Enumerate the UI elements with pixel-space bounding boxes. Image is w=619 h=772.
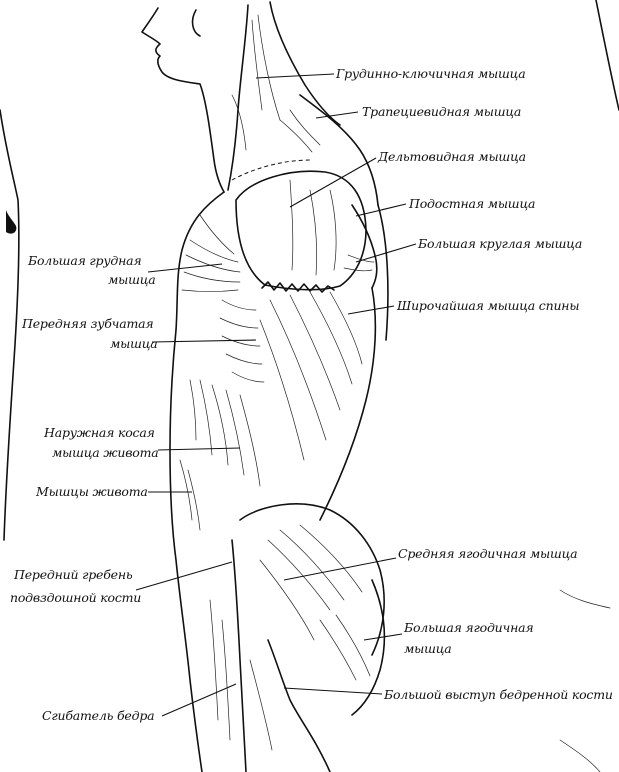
leader-sternocleidomastoid: [256, 74, 334, 78]
label-infraspinatus: Подостная мышца: [409, 196, 535, 211]
label-serratus-line2: мышца: [110, 336, 158, 351]
label-thigh-flexor: Сгибатель бедра: [42, 708, 154, 723]
label-iliac-line2: подвздошной кости: [10, 590, 141, 605]
label-gluteus-medius: Средняя ягодичная мышца: [398, 546, 577, 561]
label-gluteus-maximus-line1: Большая ягодичная: [404, 620, 533, 635]
label-teres-major: Большая круглая мышца: [418, 236, 582, 251]
leader-deltoid: [290, 158, 376, 207]
label-latissimus: Широчайшая мышца спины: [397, 298, 579, 313]
label-gluteus-maximus-line2: мышца: [404, 641, 452, 656]
label-iliac-line1: Передний гребень: [14, 567, 133, 582]
leader-pectoralis: [148, 264, 222, 272]
leader-thigh-flexor: [162, 684, 236, 716]
leader-gluteus-medius: [284, 558, 396, 580]
label-oblique-line1: Наружная косая: [44, 425, 155, 440]
leader-serratus: [152, 340, 256, 342]
label-abdominal: Мышцы живота: [36, 484, 148, 499]
leader-infraspinatus: [356, 204, 406, 216]
leader-oblique: [158, 448, 240, 450]
label-oblique-line2: мышца живота: [52, 445, 159, 460]
leader-trapezius: [316, 112, 358, 118]
leader-teres-major: [356, 244, 416, 262]
leader-latissimus: [348, 306, 394, 314]
label-pectoralis-line1: Большая грудная: [28, 253, 141, 268]
label-trapezius: Трапециевидная мышца: [362, 104, 521, 119]
leader-trochanter: [284, 688, 382, 694]
label-pectoralis-line2: мышца: [108, 272, 156, 287]
label-serratus-line1: Передняя зубчатая: [22, 316, 154, 331]
label-deltoid: Дельтовидная мышца: [378, 149, 526, 164]
label-trochanter: Большой выступ бедренной кости: [384, 687, 613, 702]
leader-iliac: [136, 562, 232, 590]
leader-gluteus-maximus: [364, 634, 402, 640]
label-sternocleidomastoid: Грудинно-ключичная мышца: [336, 66, 525, 81]
